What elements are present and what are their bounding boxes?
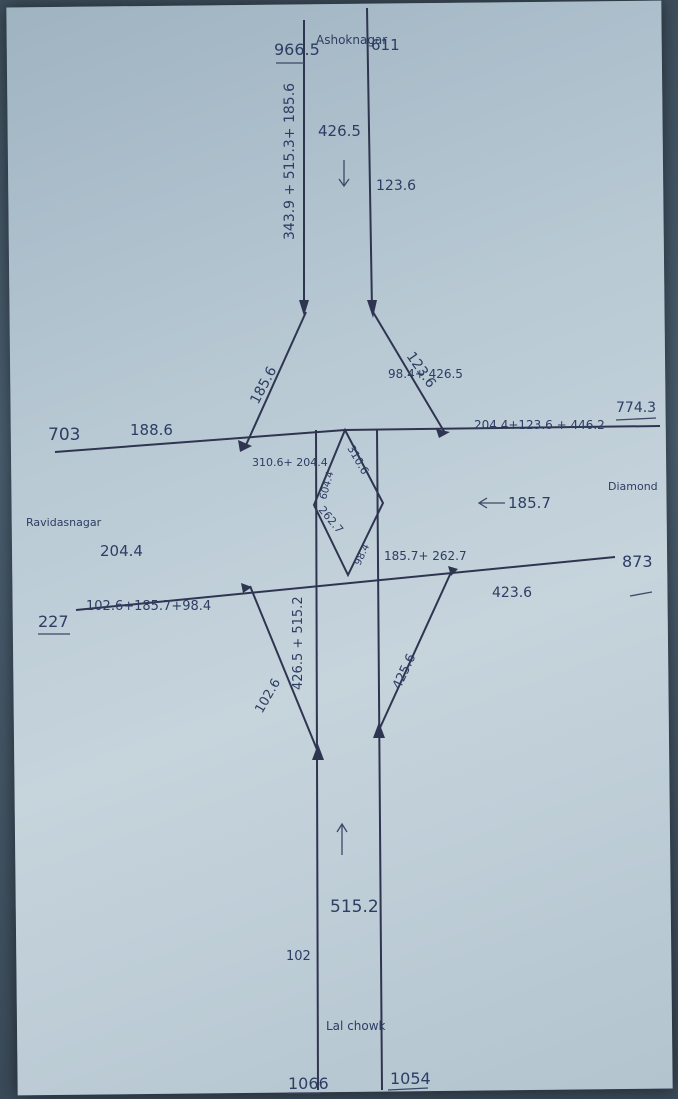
label-right-flow: 185.7 [508, 494, 551, 512]
label-node-227: 227 [38, 612, 69, 631]
label-city-top: Ashoknagar [316, 33, 387, 47]
road-vertical-right-bottom [376, 429, 383, 1091]
label-vertical-sum: 343.9 + 515.3+ 185.6 [282, 83, 298, 240]
label-node-873: 873 [622, 552, 653, 571]
link-top-left [245, 311, 307, 446]
arrow-lower-right [448, 566, 458, 576]
label-box-top-left: 604.4 [318, 470, 336, 501]
road-bottom-horizontal [75, 556, 616, 611]
center-diamond [312, 427, 385, 578]
label-node-611: 611 [371, 36, 400, 54]
flow-arrow-up-head [336, 822, 348, 833]
label-node-966: 966.5 [274, 40, 320, 59]
flow-arrow-top-down-head [338, 178, 350, 188]
road-vertical-right [366, 7, 373, 311]
underline-873 [629, 591, 653, 597]
label-road-right-value: 423.6 [492, 585, 532, 601]
label-top-value: 426.5 [318, 122, 361, 140]
label-diag-left-top: 185.6 [247, 364, 280, 407]
label-box-top-right: 310.6 [344, 443, 371, 477]
label-node-703: 703 [48, 425, 80, 445]
underline-1054 [387, 1087, 429, 1091]
arrow-down-left [299, 300, 309, 316]
arrow-down-right [367, 300, 377, 318]
label-bottom-flow: 515.2 [330, 897, 379, 917]
label-sum-right-top: 98.4+ 426.5 [388, 367, 463, 381]
label-vertical-sum-bottom: 426.5 + 515.2 [291, 596, 306, 690]
arrow-up-left [312, 744, 324, 760]
label-city-left: Ravidasnagar [26, 516, 102, 529]
link-bottom-left [249, 585, 319, 753]
road-top-horizontal [54, 429, 346, 453]
label-node-1054: 1054 [390, 1069, 431, 1088]
label-sum-lower-left: 102.6+185.7+98.4 [86, 599, 211, 614]
arrow-up-right [373, 722, 385, 738]
label-node-102: 102 [286, 949, 311, 964]
label-road-left-value: 188.6 [130, 421, 173, 439]
flow-arrow-left-head [477, 497, 488, 509]
road-top-horizontal-right [344, 425, 661, 431]
underline-774 [615, 417, 657, 421]
label-node-1066: 1066 [288, 1074, 329, 1093]
label-sum-far-right: 204.4+123.6 + 446.2 [474, 418, 605, 432]
label-diag-right-bottom: 425.6 [390, 652, 419, 692]
link-top-right [372, 311, 446, 434]
label-city-right: Diamond [608, 480, 658, 493]
label-sum-mid-right: 185.7+ 262.7 [384, 549, 467, 563]
label-diag-left-bottom: 102.6 [252, 676, 284, 716]
label-box-bottom-right: 98.4 [353, 542, 372, 567]
arrow-junction-right [436, 429, 450, 438]
label-top-right-value: 123.6 [376, 178, 416, 194]
arrow-junction-left [238, 440, 252, 452]
link-bottom-right [378, 567, 454, 731]
label-left-flow: 204.4 [100, 542, 143, 560]
arrow-lower-left [241, 583, 252, 593]
label-node-774: 774.3 [616, 400, 656, 416]
label-city-bottom: Lal chowk [326, 1019, 386, 1033]
label-sum-mid-left: 310.6+ 204.4 [252, 456, 328, 469]
